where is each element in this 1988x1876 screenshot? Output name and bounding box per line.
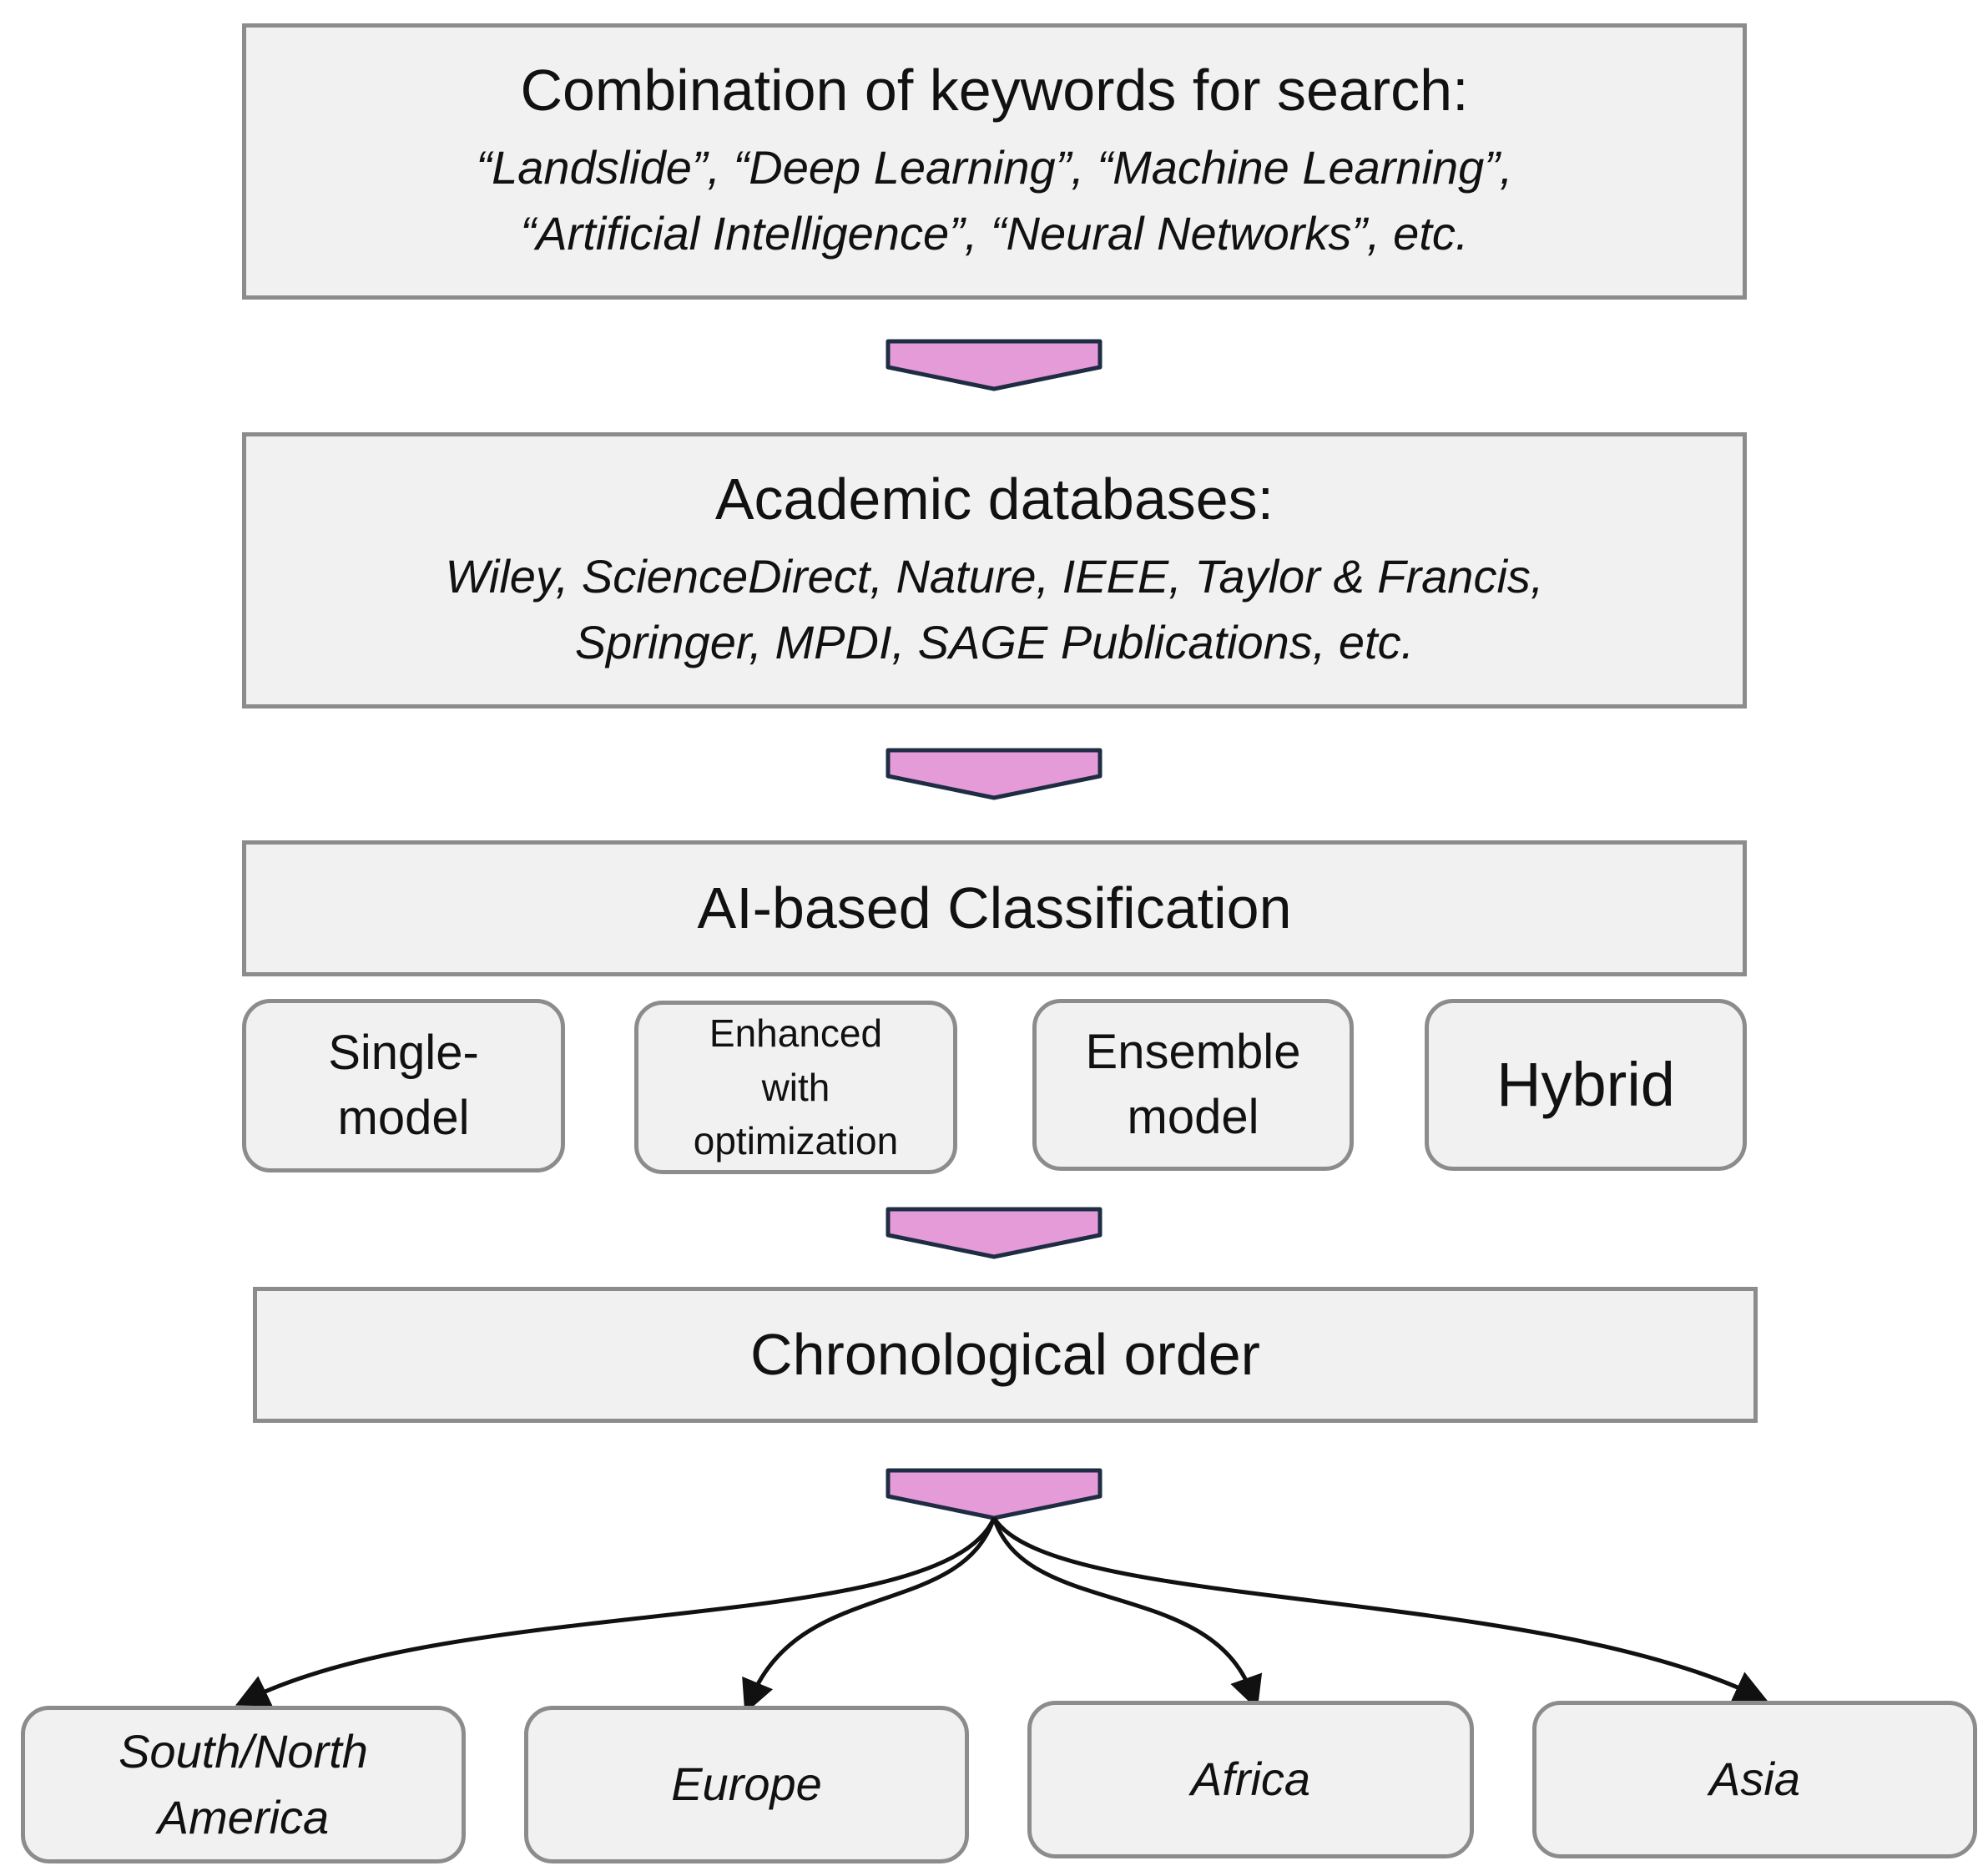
single-model-line-2: model bbox=[337, 1091, 470, 1145]
databases-title: Academic databases: bbox=[714, 466, 1274, 532]
down-arrow-3-icon bbox=[886, 1207, 1102, 1259]
databases-line-2: Springer, MPDI, SAGE Publications, etc. bbox=[574, 615, 1415, 668]
region-americas-line-2: America bbox=[157, 1790, 330, 1843]
down-arrow-4-icon bbox=[886, 1468, 1102, 1520]
region-americas-box: South/North America bbox=[21, 1706, 466, 1863]
enhanced-line-2: with bbox=[761, 1065, 830, 1109]
classification-title: AI-based Classification bbox=[697, 875, 1292, 941]
single-model-box: Single- model bbox=[242, 999, 565, 1172]
region-americas-label: South/North America bbox=[119, 1719, 368, 1850]
keywords-title: Combination of keywords for search: bbox=[520, 57, 1469, 123]
region-asia-box: Asia bbox=[1532, 1701, 1977, 1858]
keywords-line-2: “Artificial Intelligence”, “Neural Netwo… bbox=[520, 206, 1469, 260]
hybrid-model-label: Hybrid bbox=[1496, 1050, 1675, 1120]
keywords-list: “Landslide”, “Deep Learning”, “Machine L… bbox=[476, 135, 1512, 266]
classification-box: AI-based Classification bbox=[242, 840, 1747, 976]
single-model-line-1: Single- bbox=[328, 1025, 479, 1080]
enhanced-optimization-box: Enhanced with optimization bbox=[634, 1001, 957, 1174]
ensemble-model-label: Ensemble model bbox=[1086, 1020, 1301, 1151]
enhanced-line-3: optimization bbox=[693, 1119, 899, 1163]
chronological-box: Chronological order bbox=[253, 1287, 1758, 1423]
region-europe-box: Europe bbox=[524, 1706, 969, 1863]
branch-americas-arrow bbox=[235, 1516, 997, 1707]
branch-asia-arrow bbox=[991, 1516, 1769, 1702]
down-arrow-1-icon bbox=[886, 339, 1102, 391]
ensemble-line-2: model bbox=[1127, 1090, 1259, 1144]
enhanced-line-1: Enhanced bbox=[709, 1011, 883, 1056]
enhanced-optimization-label: Enhanced with optimization bbox=[694, 1006, 898, 1167]
region-asia-label: Asia bbox=[1709, 1752, 1800, 1806]
databases-box: Academic databases: Wiley, ScienceDirect… bbox=[242, 432, 1747, 709]
chronological-title: Chronological order bbox=[750, 1322, 1260, 1388]
single-model-label: Single- model bbox=[328, 1021, 479, 1152]
keywords-box: Combination of keywords for search: “Lan… bbox=[242, 23, 1747, 300]
branch-africa-arrow bbox=[991, 1517, 1263, 1710]
databases-line-1: Wiley, ScienceDirect, Nature, IEEE, Tayl… bbox=[445, 550, 1544, 603]
hybrid-model-box: Hybrid bbox=[1425, 999, 1747, 1171]
ensemble-model-box: Ensemble model bbox=[1032, 999, 1354, 1171]
region-africa-label: Africa bbox=[1190, 1752, 1311, 1806]
databases-list: Wiley, ScienceDirect, Nature, IEEE, Tayl… bbox=[446, 544, 1544, 675]
region-africa-box: Africa bbox=[1027, 1701, 1474, 1858]
ensemble-line-1: Ensemble bbox=[1085, 1024, 1301, 1079]
region-europe-label: Europe bbox=[671, 1757, 822, 1811]
branch-europe-arrow bbox=[742, 1517, 997, 1714]
region-americas-line-1: South/North bbox=[119, 1725, 368, 1778]
down-arrow-2-icon bbox=[886, 748, 1102, 800]
keywords-line-1: “Landslide”, “Deep Learning”, “Machine L… bbox=[476, 141, 1513, 194]
